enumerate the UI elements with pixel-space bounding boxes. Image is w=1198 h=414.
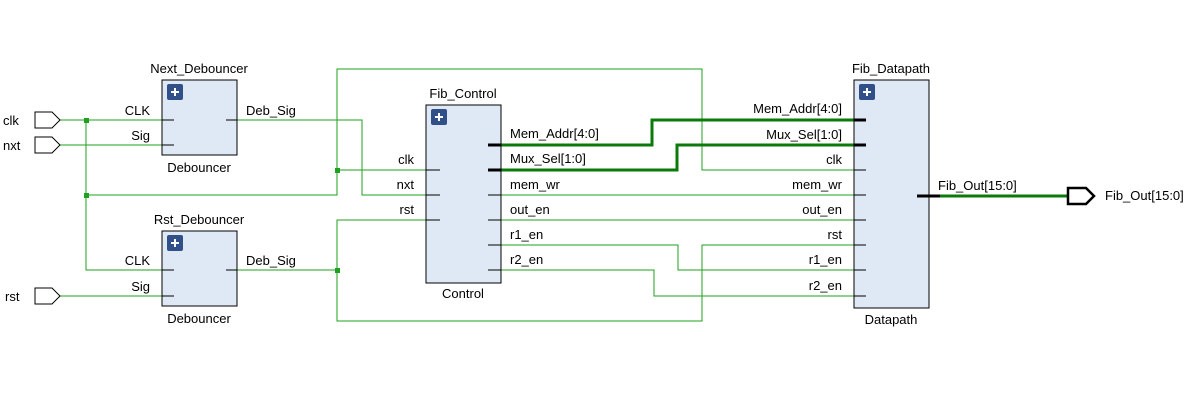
expand-plus-icon[interactable] <box>431 109 447 125</box>
wire-next-deb-to-control-nxt[interactable] <box>226 119 440 196</box>
junction-dot <box>84 193 89 198</box>
pin-label-mem-wr: mem_wr <box>792 177 843 192</box>
expand-plus-icon[interactable] <box>167 235 183 251</box>
pin-label-sig: Sig <box>131 128 150 143</box>
pin-label-r2-en: r2_en <box>809 278 842 293</box>
pin-label-clk: clk <box>398 152 414 167</box>
port-label-nxt: nxt <box>3 138 21 153</box>
input-port-nxt[interactable]: nxt <box>3 136 61 154</box>
pin-label-r1-en: r1_en <box>510 227 543 242</box>
expand-plus-icon[interactable] <box>859 84 875 100</box>
pin-label-out-en: out_en <box>802 202 842 217</box>
junction-dot <box>335 168 340 173</box>
instance-name: Fib_Control <box>429 86 496 101</box>
pin-label-deb-sig: Deb_Sig <box>246 253 296 268</box>
junction-dot <box>84 118 89 123</box>
rst-debouncer-block[interactable]: Rst_Debouncer CLK Sig Deb_Sig Debouncer <box>125 212 296 326</box>
module-name: Debouncer <box>167 311 231 326</box>
next-debouncer-block[interactable]: Next_Debouncer CLK Sig Deb_Sig Debouncer <box>125 61 296 175</box>
pin-label-deb-sig: Deb_Sig <box>246 103 296 118</box>
pin-label-nxt: nxt <box>397 177 415 192</box>
wire-r1-en[interactable] <box>488 244 866 271</box>
bus-mux-sel[interactable] <box>488 143 866 172</box>
pin-label-mem-addr: Mem_Addr[4:0] <box>753 101 842 116</box>
pin-label-rst: rst <box>400 202 415 217</box>
input-port-arrow-icon <box>34 287 61 305</box>
input-port-arrow-icon <box>34 111 61 129</box>
pin-label-r2-en: r2_en <box>510 252 543 267</box>
instance-name: Rst_Debouncer <box>154 212 245 227</box>
port-label-rst: rst <box>5 289 20 304</box>
port-label-clk: clk <box>3 113 19 128</box>
wires <box>60 68 1068 322</box>
fib-control-block[interactable]: Fib_Control clk nxt rst Mem_Addr[4:0] Mu… <box>397 86 599 301</box>
module-name: Datapath <box>865 312 918 327</box>
input-port-arrow-icon <box>34 136 61 154</box>
output-port-arrow-icon <box>1066 186 1096 206</box>
block-body <box>853 79 930 309</box>
wire-clk-to-datapath[interactable] <box>336 68 866 171</box>
bus-mem-addr[interactable] <box>488 118 866 147</box>
instance-name: Fib_Datapath <box>852 61 930 76</box>
pin-label-mem-addr: Mem_Addr[4:0] <box>510 126 599 141</box>
wire-r2-en[interactable] <box>488 269 866 297</box>
pin-label-sig: Sig <box>131 279 150 294</box>
pin-label-mux-sel: Mux_Sel[1:0] <box>766 127 842 142</box>
pin-label-mux-sel: Mux_Sel[1:0] <box>510 151 586 166</box>
pin-label-mem-wr: mem_wr <box>510 177 561 192</box>
pin-label-clk: clk <box>826 152 842 167</box>
junction-dot <box>335 268 340 273</box>
fib-datapath-block[interactable]: Fib_Datapath Mem_Addr[4:0] Mux_Sel[1:0] … <box>753 61 1017 327</box>
port-label-fib-out: Fib_Out[15:0] <box>1105 188 1184 203</box>
pin-label-fib-out: Fib_Out[15:0] <box>938 178 1017 193</box>
input-port-clk[interactable]: clk <box>3 111 61 129</box>
pin-label-out-en: out_en <box>510 202 550 217</box>
expand-plus-icon[interactable] <box>167 84 183 100</box>
wire-clk-trunk-vertical[interactable] <box>85 120 174 271</box>
wire-rst-deb-to-control-rst[interactable] <box>226 219 440 271</box>
instance-name: Next_Debouncer <box>150 61 248 76</box>
pin-label-clk: CLK <box>125 253 151 268</box>
module-name: Control <box>442 286 484 301</box>
wire-clk-to-control[interactable] <box>86 169 440 196</box>
pin-label-rst: rst <box>828 227 843 242</box>
output-port-fib-out[interactable]: Fib_Out[15:0] <box>1066 186 1184 206</box>
input-port-rst[interactable]: rst <box>5 287 61 305</box>
pin-label-r1-en: r1_en <box>809 252 842 267</box>
block-body <box>425 104 502 284</box>
module-name: Debouncer <box>167 160 231 175</box>
wire-rst-deb-to-datapath-rst[interactable] <box>336 244 866 322</box>
junctions <box>84 118 340 273</box>
pin-label-clk: CLK <box>125 103 151 118</box>
